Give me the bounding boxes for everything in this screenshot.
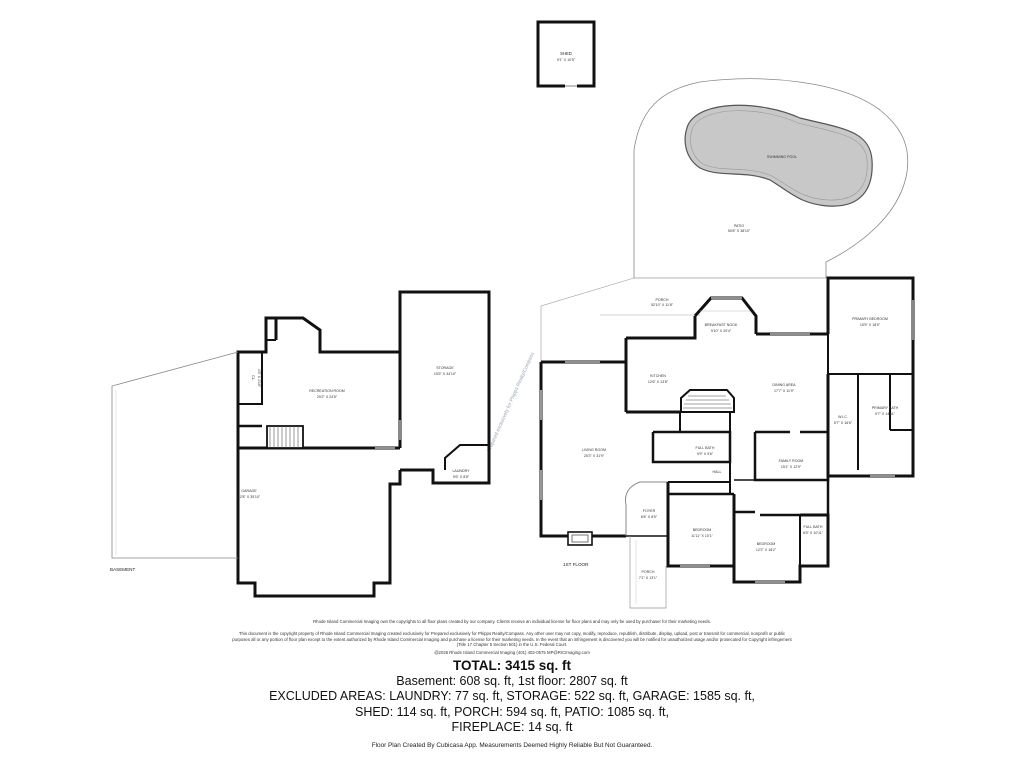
basement-label: BASEMENT	[110, 567, 135, 572]
storage-name: STORAGE	[436, 366, 454, 370]
kitchen-dim: 12'6" X 13'8"	[648, 380, 669, 384]
porch-rear-name: PORCH	[656, 298, 669, 302]
swimming-pool: SWIMMING POOL	[684, 104, 873, 207]
copyright-notice-1: Rhode Island Commercial Imaging own the …	[313, 619, 711, 624]
shed-name: SHED	[560, 51, 572, 56]
closet-name: CL.	[251, 375, 255, 381]
dining-area-dim: 17'7" X 11'9"	[774, 389, 795, 393]
excluded-areas-3: FIREPLACE: 14 sq. ft	[451, 720, 573, 734]
family-room-name: FAMILY ROOM	[779, 459, 804, 463]
primary-bath-name: PRIMARY BATH	[872, 406, 899, 410]
full-bath-1-dim: 9'9" X 5'6"	[697, 452, 714, 456]
full-bath-2-dim: 6'5" X 10'11"	[803, 531, 824, 535]
wic-dim: 5'7" X 16'6"	[834, 421, 853, 425]
basement-labels: STORAGE 15'5" X 34'10" RECREATION ROOM 2…	[110, 366, 470, 572]
recreation-room-dim: 29'2" X 24'5"	[317, 395, 338, 399]
breakfast-nook-name: BREAKFAST NOOK	[705, 323, 738, 327]
porch-front-name: PORCH	[642, 570, 655, 574]
bedroom-2-dim: 12'2" X 18'2"	[756, 548, 777, 552]
excluded-areas-2: SHED: 114 sq. ft, PORCH: 594 sq. ft, PAT…	[354, 704, 669, 719]
footer-disclaimer: Floor Plan Created By Cubicasa App. Meas…	[371, 742, 653, 749]
laundry-name: LAUNDRY	[452, 469, 470, 473]
watermark: Prepared exclusively for Phipps Realty/C…	[486, 351, 536, 453]
foyer-dim: 6'8" X 8'5"	[641, 515, 658, 519]
full-bath-2-name: FULL BATH	[804, 525, 823, 529]
pool-name: SWIMMING POOL	[767, 155, 797, 159]
garage-name: GARAGE	[241, 489, 257, 493]
patio-name: PATIO	[734, 224, 744, 228]
patio-dim: 50'8" X 38'10"	[728, 229, 751, 233]
closet-dim: 4'3" X 2'10"	[257, 369, 261, 388]
recreation-room-name: RECREATION ROOM	[309, 389, 344, 393]
shed: SHED 9'1" X 10'5"	[536, 20, 596, 88]
first-floor-labels: PORCH 52'10" X 11'8" BREAKFAST NOOK 9'10…	[486, 298, 898, 580]
dining-area-name: DINING AREA	[772, 383, 796, 387]
area-totals: TOTAL: 3415 sq. ft Basement: 608 sq. ft,…	[240, 658, 784, 736]
kitchen-name: KITCHEN	[650, 374, 666, 378]
breakfast-nook-dim: 9'10" X 20'4"	[711, 329, 732, 333]
wic-name: W.I.C.	[838, 415, 848, 419]
porch-rear-dim: 52'10" X 11'8"	[651, 303, 674, 307]
hall-name: HALL	[713, 470, 722, 474]
primary-bedroom-name: PRIMARY BEDROOM	[852, 317, 888, 321]
copyright-contact: @2026 Rhode Island Commercial Imaging (4…	[434, 650, 590, 655]
bedroom-2-name: BEDROOM	[757, 542, 776, 546]
living-room-dim: 25'3" X 31'9"	[584, 454, 605, 458]
porch-front-dim: 7'1" X 13'1"	[639, 576, 658, 580]
full-bath-1-name: FULL BATH	[696, 446, 715, 450]
laundry-dim: 9'6" X 8'8"	[453, 475, 470, 479]
basement	[111, 290, 491, 598]
shed-dim: 9'1" X 10'5"	[557, 58, 576, 62]
excluded-areas-1: EXCLUDED AREAS: LAUNDRY: 77 sq. ft, STOR…	[269, 689, 755, 703]
primary-bedroom-dim: 15'5" X 18'0"	[860, 323, 881, 327]
copyright-notice-2: This document is the copyright property …	[232, 631, 792, 648]
storage-dim: 15'5" X 34'10"	[434, 372, 457, 376]
floor-areas: Basement: 608 sq. ft, 1st floor: 2807 sq…	[396, 673, 628, 688]
family-room-dim: 15'1" X 12'9"	[781, 465, 802, 469]
total-area: TOTAL: 3415 sq. ft	[452, 658, 572, 673]
first-floor-label: 1ST FLOOR	[563, 562, 589, 567]
first-floor	[539, 276, 915, 609]
bedroom-1-name: BEDROOM	[693, 528, 712, 532]
bedroom-1-dim: 11'11" X 10'1"	[691, 534, 713, 538]
living-room-name: LIVING ROOM	[582, 448, 606, 452]
primary-bath-dim: 9'7" X 14'11"	[875, 412, 896, 416]
foyer-name: FOYER	[643, 509, 656, 513]
garage-dim: 52'8" X 35'10"	[238, 495, 261, 499]
